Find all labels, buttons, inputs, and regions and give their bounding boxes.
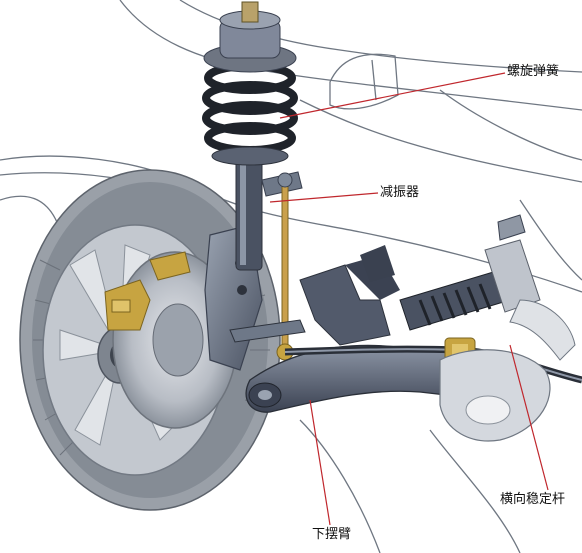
label-stabilizer-bar: 横向稳定杆 [500,492,566,507]
leader-lines [269,72,549,526]
transmission-mount [439,299,576,442]
label-shock-absorber: 减振器 [380,185,420,200]
coil-spring [202,62,298,154]
steering-rack [229,214,541,343]
label-coil-spring: 螺旋弹簧 [507,64,560,79]
brake-caliper [104,251,191,331]
shock-absorber [235,159,303,271]
leader-line-shock-absorber [269,192,379,203]
leader-line-lower-control-arm [309,399,331,526]
leader-line-coil-spring [279,72,506,119]
leader-line-stabilizer-bar [509,344,549,491]
label-lower-control-arm: 下摆臂 [312,527,352,542]
spring-top-mount [203,1,297,166]
